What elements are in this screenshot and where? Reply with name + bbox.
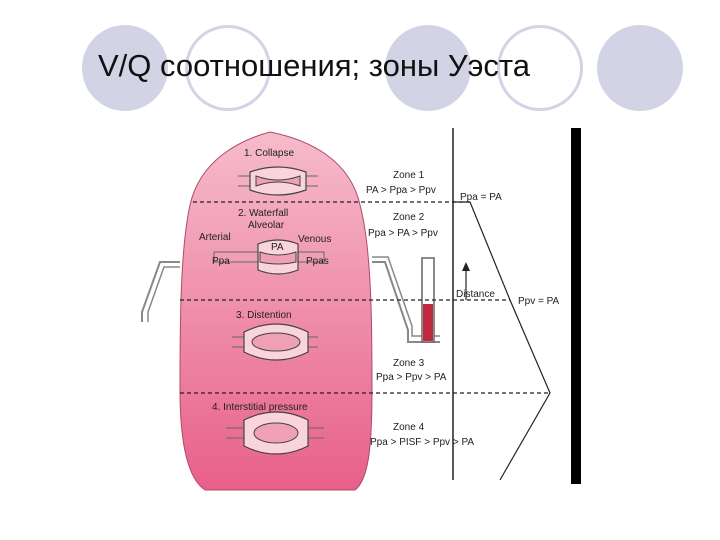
alveolar-pressure-label: PA	[271, 242, 284, 253]
slide-title: V/Q соотношения; зоны Уэста	[98, 48, 531, 83]
zone-2-relation: Ppa > PA > Ppv	[368, 228, 438, 239]
zone-1-relation: PA > Ppa > Ppv	[366, 185, 436, 196]
zone-1-label: Zone 1	[393, 170, 425, 181]
arterial-label: Arterial	[199, 232, 231, 243]
pressure-profile	[453, 201, 551, 481]
zone-3-label: Zone 3	[393, 358, 425, 369]
left-tube-inner	[147, 266, 180, 322]
header-circle-3	[385, 25, 471, 111]
zone-4-heading: 4. Interstitial pressure	[212, 402, 308, 413]
zone-3-relation: Ppa > Ppv > PA	[376, 372, 447, 383]
distance-label: Distance	[456, 289, 495, 300]
manometer-fluid	[423, 304, 433, 341]
zone-3-heading: 3. Distention	[236, 310, 292, 321]
right-tube	[372, 261, 440, 343]
zone-2-label: Zone 2	[393, 212, 425, 223]
header-circle-5	[597, 25, 683, 111]
zone-2-subheading: Alveolar	[248, 220, 285, 231]
venous-label: Venous	[298, 234, 331, 245]
zone-4-label: Zone 4	[393, 422, 425, 433]
vessel-zone-2	[213, 239, 325, 275]
header-circle-2	[185, 25, 271, 111]
zone-2-heading: 2. Waterfall	[238, 208, 288, 219]
vessel-zone-1	[238, 166, 318, 196]
vessel-zone-4	[226, 411, 324, 455]
level-top-label: Ppa = PA	[460, 192, 502, 203]
black-bar	[571, 128, 581, 484]
vessel-zone-3	[232, 323, 318, 361]
level-mid-label: Ppv = PA	[518, 296, 560, 307]
venous-pressure-label: Ppas	[306, 256, 329, 267]
lung-shape	[179, 131, 373, 491]
left-tube	[141, 261, 180, 322]
header-circle-1	[82, 25, 168, 111]
header-circle-4	[497, 25, 583, 111]
arterial-pressure-label: Ppa	[212, 256, 230, 267]
distance-arrowhead	[462, 262, 470, 271]
zone-4-relation: Ppa > PISF > Ppv > PA	[370, 437, 474, 448]
zone-1-heading: 1. Collapse	[244, 148, 294, 159]
